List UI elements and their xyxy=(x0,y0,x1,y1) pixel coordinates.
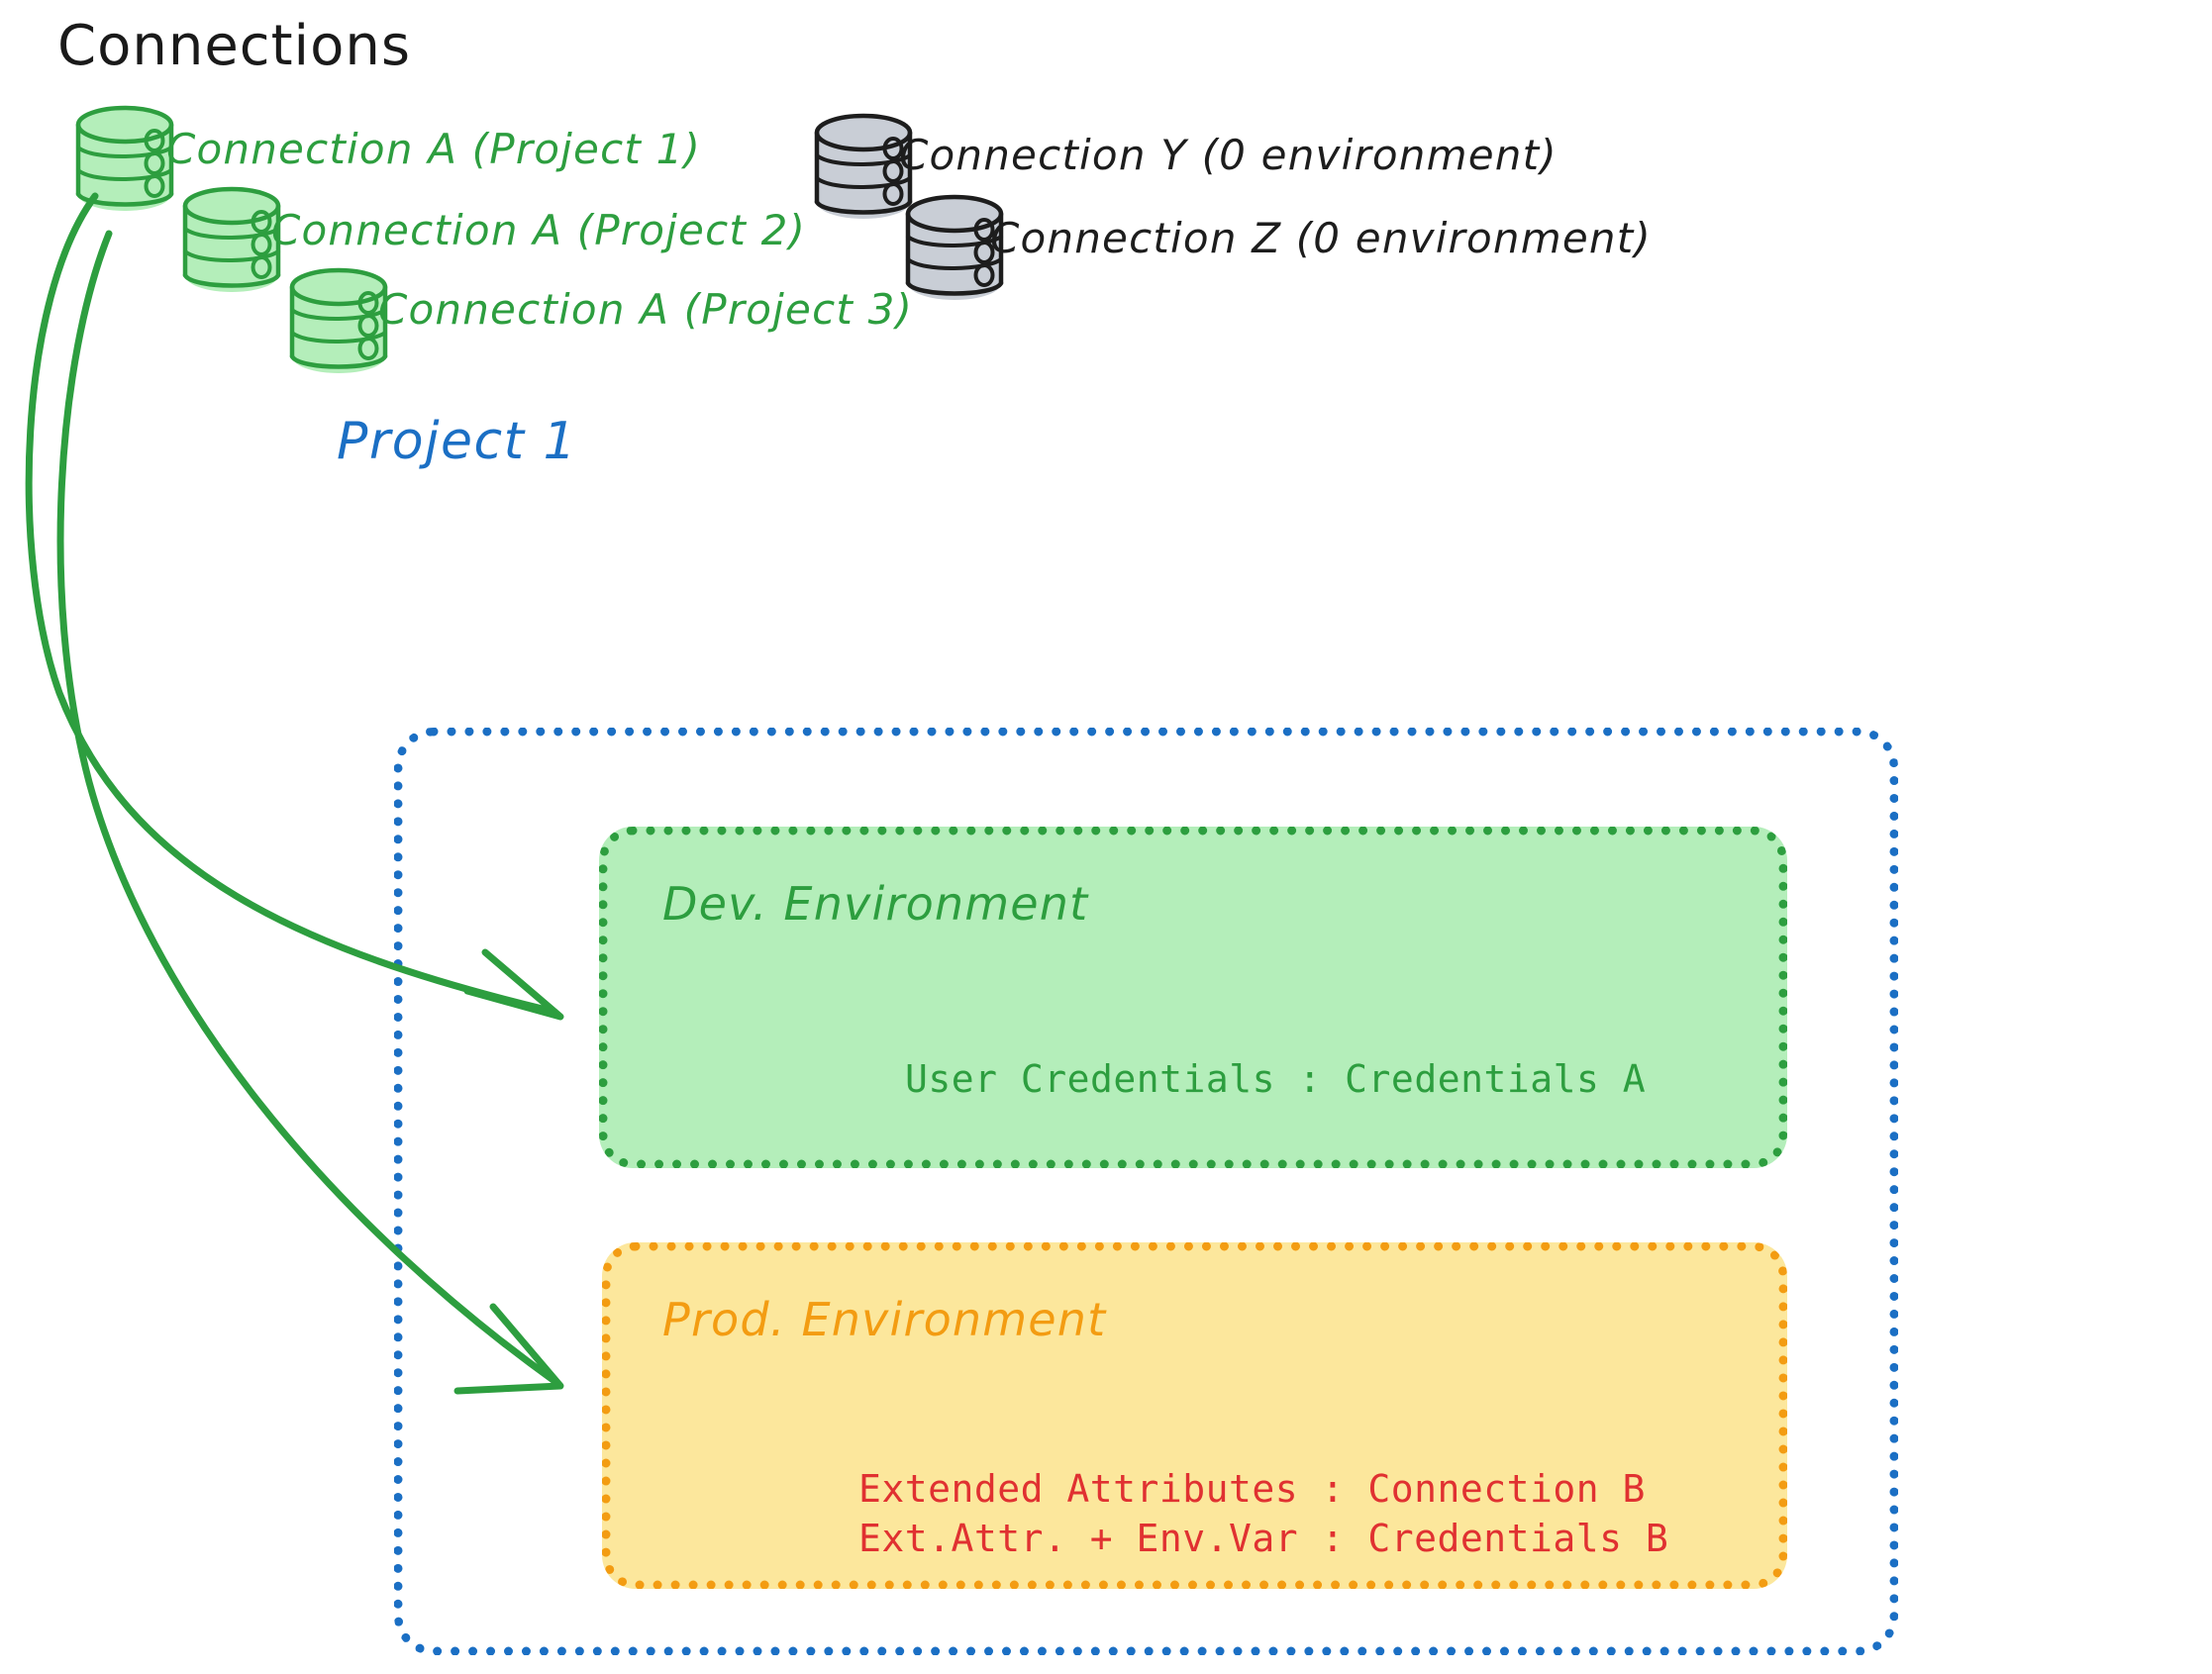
connection-label-a-project-1: Connection A (Project 1) xyxy=(166,125,702,173)
database-icon-connection-y xyxy=(814,113,913,219)
prod-environment-box: Prod. Environment Extended Attributes : … xyxy=(602,1242,1787,1589)
prod-environment-extended-attributes-line: Extended Attributes : Connection B xyxy=(858,1467,1646,1511)
connection-label-a-project-3: Connection A (Project 3) xyxy=(378,285,914,334)
prod-environment-title: Prod. Environment xyxy=(662,1293,1107,1346)
dev-environment-title: Dev. Environment xyxy=(662,877,1089,931)
connection-label-a-project-2: Connection A (Project 2) xyxy=(271,206,807,254)
database-icon-connection-z xyxy=(905,194,1004,300)
dev-environment-box: Dev. Environment User Credentials : Cred… xyxy=(599,827,1787,1168)
prod-environment-env-var-line: Ext.Attr. + Env.Var : Credentials B xyxy=(858,1517,1669,1560)
connection-label-y: Connection Y (0 environment) xyxy=(899,131,1558,179)
dev-environment-credentials-line: User Credentials : Credentials A xyxy=(905,1057,1647,1101)
page-title: Connections xyxy=(57,14,412,78)
project-title: Project 1 xyxy=(337,412,578,471)
connection-label-z: Connection Z (0 environment) xyxy=(990,214,1652,262)
